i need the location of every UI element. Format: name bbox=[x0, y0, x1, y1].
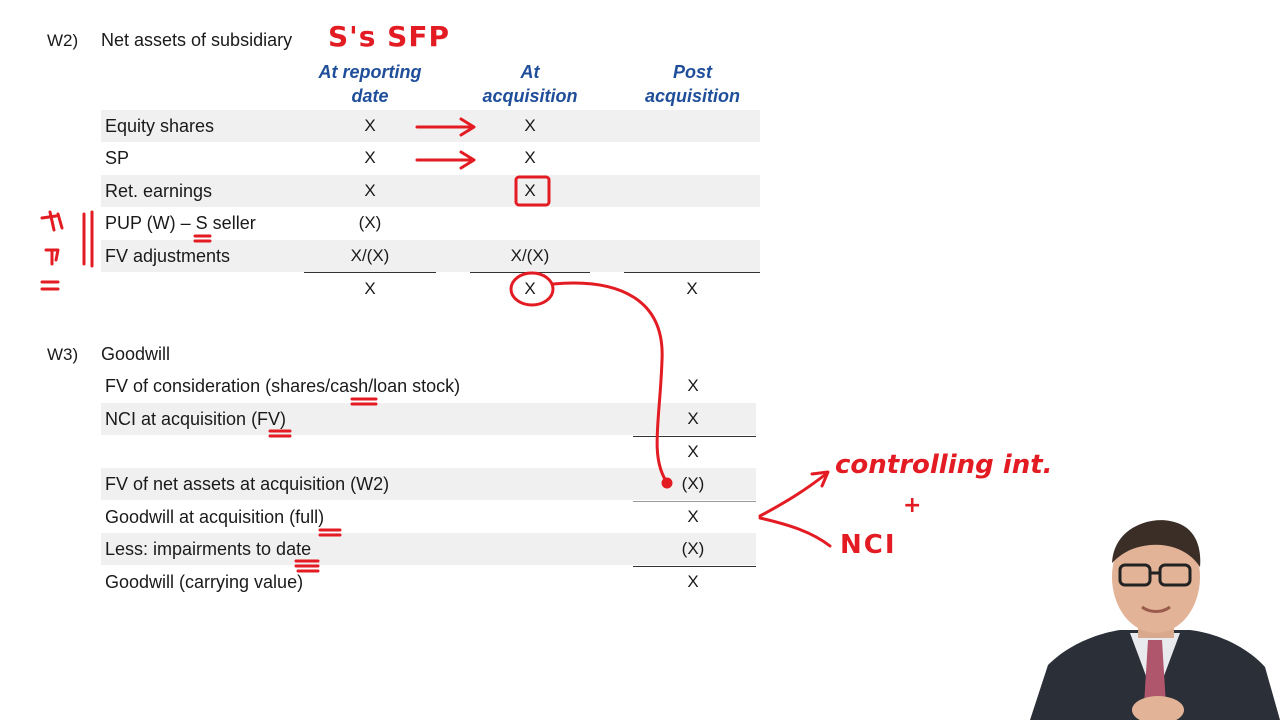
col-head-line: acquisition bbox=[482, 86, 578, 106]
row-label: NCI at acquisition (FV) bbox=[105, 409, 287, 429]
w2-row-fv-adjustments: FV adjustments X/(X) X/(X) bbox=[101, 240, 760, 272]
row-label: Equity shares bbox=[105, 116, 215, 136]
row-value: (X) bbox=[681, 474, 705, 493]
w2-number: W2) bbox=[47, 31, 79, 50]
w3-row-fv-net-assets: FV of net assets at acquisition (W2) (X) bbox=[101, 468, 756, 500]
row-value-reporting: (X) bbox=[358, 213, 382, 232]
w2-row-retained-earnings: Ret. earnings X X bbox=[101, 175, 760, 207]
row-value-reporting: X bbox=[364, 148, 376, 167]
total-post: X bbox=[686, 279, 698, 298]
w2-title: Net assets of subsidiary bbox=[101, 30, 293, 50]
row-label: Goodwill (carrying value) bbox=[105, 572, 304, 592]
w3-row-goodwill-carrying: Goodwill (carrying value) X bbox=[101, 566, 756, 598]
row-value-acquisition: X bbox=[524, 181, 536, 200]
row-label: PUP (W) – S seller bbox=[105, 213, 256, 233]
annotation-plus: + bbox=[903, 493, 922, 518]
w3-row-goodwill-full: Goodwill at acquisition (full) X bbox=[101, 501, 756, 533]
total-reporting: X bbox=[364, 279, 376, 298]
row-label: FV of net assets at acquisition (W2) bbox=[105, 474, 390, 494]
col-head-line: At reporting bbox=[318, 62, 422, 82]
w3-goodwill-rule bbox=[633, 501, 756, 502]
w2-row-sp: SP X X bbox=[101, 142, 760, 174]
w2-col-reporting-date: At reporting date bbox=[300, 60, 440, 108]
w2-row-equity-shares: Equity shares X X bbox=[101, 110, 760, 142]
w2-handwritten-annotation: S's SFP bbox=[328, 20, 450, 53]
row-value: (X) bbox=[681, 539, 705, 558]
w3-subtotal-rule bbox=[633, 436, 756, 437]
row-value-reporting: X bbox=[364, 181, 376, 200]
row-value-acquisition: X/(X) bbox=[510, 246, 550, 265]
row-value: X bbox=[687, 442, 699, 461]
w2-total-rule-reporting bbox=[304, 272, 436, 273]
row-value: X bbox=[687, 507, 699, 526]
row-value: X bbox=[687, 572, 699, 591]
margin-mark bbox=[40, 280, 60, 291]
total-acquisition: X bbox=[524, 279, 536, 298]
row-value: X bbox=[687, 376, 699, 395]
annotation-controlling-interest: controlling int. bbox=[835, 450, 1053, 480]
col-head-line: date bbox=[351, 86, 389, 106]
w2-total-rule-post bbox=[624, 272, 760, 273]
row-value-acquisition: X bbox=[524, 116, 536, 135]
w3-number: W3) bbox=[47, 345, 79, 364]
row-label: FV adjustments bbox=[105, 246, 231, 266]
w3-row-subtotal: X bbox=[101, 436, 756, 468]
w3-row-nci: NCI at acquisition (FV) X bbox=[101, 403, 756, 435]
row-value: X bbox=[687, 409, 699, 428]
row-label: Less: impairments to date bbox=[105, 539, 312, 559]
row-label: SP bbox=[105, 148, 130, 168]
w2-row-pup: PUP (W) – S seller (X) bbox=[101, 207, 760, 239]
col-head-line: At bbox=[520, 62, 540, 82]
row-label: FV of consideration (shares/cash/loan st… bbox=[105, 376, 461, 396]
arrow-head bbox=[810, 470, 830, 488]
w3-final-rule bbox=[633, 566, 756, 567]
row-label: Ret. earnings bbox=[105, 181, 213, 201]
w2-row-totals: X X X bbox=[101, 273, 760, 305]
w2-col-at-acquisition: At acquisition bbox=[465, 60, 595, 108]
annotation-nci: NCI bbox=[840, 530, 897, 560]
w3-row-impairments: Less: impairments to date (X) bbox=[101, 533, 756, 565]
row-label: Goodwill at acquisition (full) bbox=[105, 507, 325, 527]
row-value-reporting: X bbox=[364, 116, 376, 135]
row-value-acquisition: X bbox=[524, 148, 536, 167]
col-head-line: acquisition bbox=[644, 86, 740, 106]
split-arrow-down bbox=[758, 516, 832, 548]
margin-mark bbox=[44, 248, 60, 266]
split-arrow-up bbox=[758, 472, 828, 518]
col-head-line: Post bbox=[672, 62, 712, 82]
row-value-reporting: X/(X) bbox=[350, 246, 390, 265]
w3-title: Goodwill bbox=[101, 344, 171, 364]
presenter-video bbox=[1030, 520, 1280, 720]
margin-bar bbox=[82, 210, 94, 268]
margin-mark bbox=[40, 210, 64, 232]
w2-col-post-acquisition: Post acquisition bbox=[625, 60, 760, 108]
w3-row-consideration: FV of consideration (shares/cash/loan st… bbox=[101, 370, 756, 402]
